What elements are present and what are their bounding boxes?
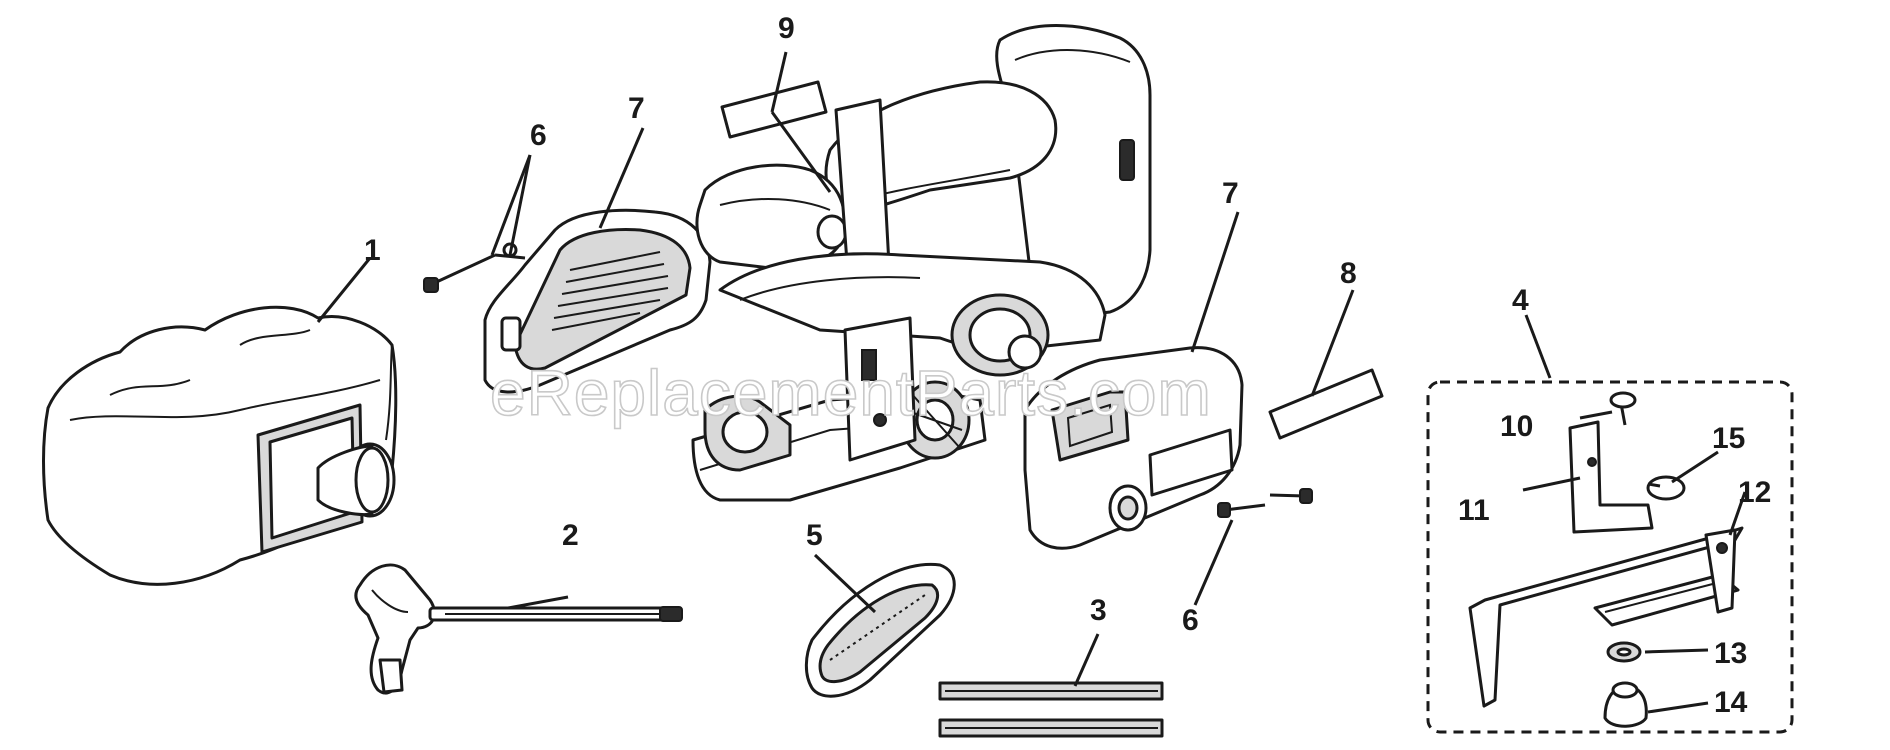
- callout-9: 9: [778, 12, 795, 45]
- part-drive-belt: [804, 562, 956, 698]
- callout-7-right: 7: [1222, 177, 1239, 210]
- part-dust-bag: [42, 305, 398, 586]
- callout-15: 15: [1712, 422, 1745, 455]
- part-belt-cover-left: [483, 208, 712, 394]
- callout-10: 10: [1500, 410, 1533, 443]
- callout-3: 3: [1090, 594, 1107, 627]
- planer-body: [691, 24, 1152, 502]
- part-screws-right: [1217, 488, 1313, 518]
- watermark-text: eReplacementParts.com: [490, 357, 1212, 429]
- leader-lines: [316, 51, 1747, 714]
- callout-7-left: 7: [628, 92, 645, 125]
- callout-labels: 1 2 3 4 5 6 6 7 7 8 9 10 11 12 13 14 15: [364, 12, 1771, 719]
- part-fence-kit: [1426, 380, 1794, 734]
- callout-2: 2: [562, 519, 579, 552]
- callout-6-right: 6: [1182, 604, 1199, 637]
- callout-11: 11: [1458, 494, 1490, 527]
- part-drive-cover-right: [1023, 346, 1244, 550]
- callout-14: 14: [1714, 686, 1748, 719]
- part-label-8: [1268, 368, 1384, 440]
- callout-1: 1: [364, 234, 381, 267]
- callout-12: 12: [1738, 476, 1771, 509]
- callout-6-left: 6: [530, 119, 547, 152]
- part-blades: [938, 681, 1164, 738]
- callout-4: 4: [1512, 284, 1529, 317]
- callout-8: 8: [1340, 257, 1357, 290]
- callout-13: 13: [1714, 637, 1747, 670]
- callout-5: 5: [806, 519, 823, 552]
- part-hex-wrench: [354, 563, 683, 695]
